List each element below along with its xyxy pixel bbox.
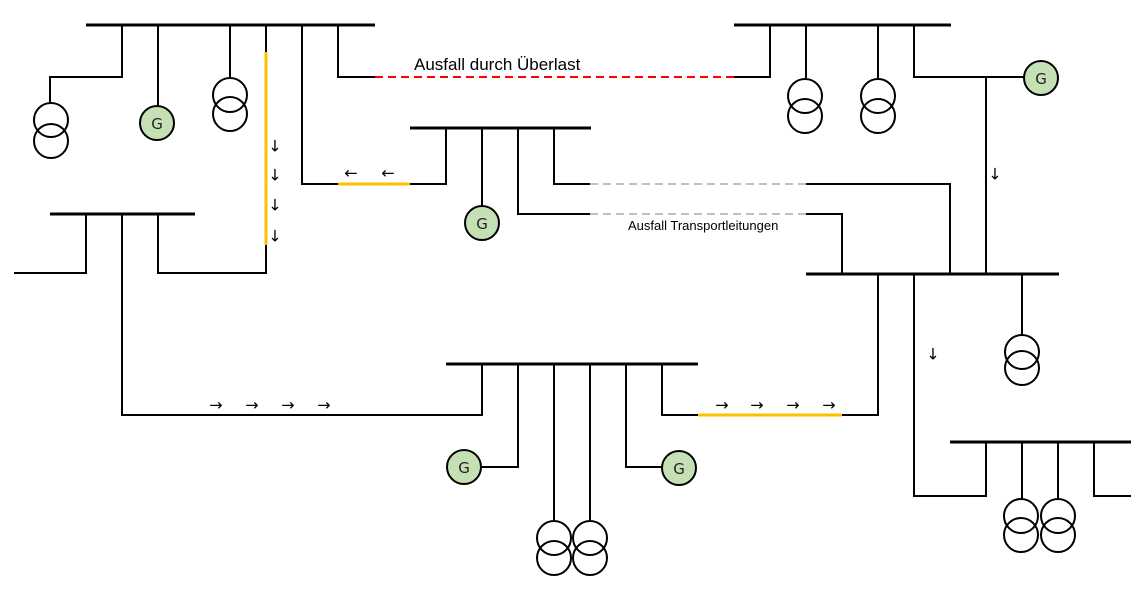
generator-label: G — [1035, 70, 1047, 88]
feeder-line — [301, 25, 338, 185]
transformer-icon — [212, 77, 248, 132]
feeder-line — [49, 25, 123, 104]
transformer-icon — [33, 102, 69, 159]
flow-arrow-right: → — [281, 396, 294, 415]
feeder-line — [1093, 442, 1131, 497]
feeder-line — [661, 364, 698, 416]
feeder-line — [337, 25, 375, 78]
flow-arrow-right: → — [715, 396, 728, 415]
flow-arrow-down: ↓ — [268, 227, 281, 246]
transformer-icon — [1004, 334, 1040, 386]
flow-arrow-right: → — [786, 396, 799, 415]
generator-label: G — [673, 460, 685, 478]
feeder-line — [157, 214, 267, 274]
flow-arrow-down: ↓ — [268, 196, 281, 215]
transformer-icon — [572, 520, 608, 576]
flow-arrow-right: → — [209, 396, 222, 415]
feeder-line — [913, 274, 987, 497]
feeder-line — [734, 25, 771, 78]
flow-arrow-right: → — [750, 396, 763, 415]
flow-arrow-down: ↓ — [988, 165, 1001, 184]
generator-icon: G — [661, 450, 697, 486]
feeder-line — [410, 128, 447, 185]
flow-arrow-right: → — [822, 396, 835, 415]
flow-arrow-down: ↓ — [926, 345, 939, 364]
transformer-icon — [1003, 498, 1039, 553]
generator-icon: G — [139, 105, 175, 141]
generator-label: G — [476, 215, 488, 233]
generator-icon: G — [464, 205, 500, 241]
generator-icon: G — [446, 449, 482, 485]
feeder-line — [481, 364, 519, 468]
flow-arrow-right: → — [317, 396, 330, 415]
feeder-line — [553, 128, 590, 185]
feeder-line — [121, 214, 483, 416]
feeder-line — [14, 214, 87, 274]
feeder-line — [806, 213, 843, 274]
feeder-line — [913, 25, 1024, 78]
generator-label: G — [458, 459, 470, 477]
annotation-overload-failure: Ausfall durch Überlast — [414, 55, 581, 74]
transformer-icon — [1040, 498, 1076, 553]
feeder-line — [517, 128, 590, 215]
generator-icon: G — [1023, 60, 1059, 96]
feeder-line — [806, 183, 951, 274]
flow-arrow-left: ← — [344, 164, 357, 183]
flow-arrow-down: ↓ — [268, 166, 281, 185]
feeder-line — [842, 274, 879, 416]
transformer-icon — [860, 78, 896, 134]
generator-label: G — [151, 115, 163, 133]
feeder-line — [625, 364, 663, 468]
flow-arrow-right: → — [245, 396, 258, 415]
flow-arrow-down: ↓ — [268, 137, 281, 156]
transformer-icon — [536, 520, 572, 576]
annotation-transport-failure: Ausfall Transportleitungen — [628, 218, 778, 233]
flow-arrow-left: ← — [381, 164, 394, 183]
transformer-icon — [787, 78, 823, 134]
